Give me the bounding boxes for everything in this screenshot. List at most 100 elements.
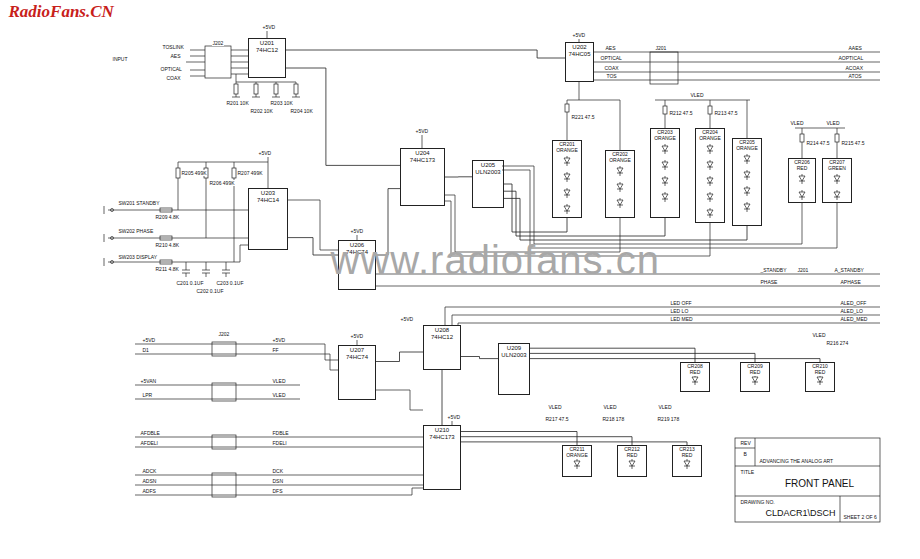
led-symbol <box>564 188 570 198</box>
signal-label: R201 10K <box>226 100 249 106</box>
led-symbol <box>744 202 750 212</box>
led-package: CR207GREEN <box>822 158 852 203</box>
led-symbol <box>617 166 623 176</box>
signal-label: +5VD <box>572 32 586 38</box>
led-symbol <box>799 174 805 184</box>
part-designator: U202 <box>572 44 586 51</box>
resistor-symbol <box>663 106 667 114</box>
lower-input-wire <box>135 344 423 495</box>
led-package: CR205ORANGE <box>732 138 762 226</box>
led-symbol <box>662 192 668 202</box>
signal-label: J202 <box>212 40 224 46</box>
signal-label: +5VD <box>400 316 414 322</box>
part-designator: U207 <box>350 347 364 354</box>
ic-box: U21074HC173 <box>423 425 461 490</box>
led-symbol <box>564 204 570 214</box>
signal-label: VLED <box>690 92 704 98</box>
led-color: RED <box>682 453 693 459</box>
signal-label: LED OFF <box>670 300 692 306</box>
signal-label: R216 274 <box>826 340 849 346</box>
led-symbol <box>707 176 713 186</box>
part-number: 74HC14 <box>257 197 279 204</box>
signal-label: +5VD <box>350 228 364 234</box>
signal-label: FF <box>272 347 279 353</box>
signal-label: DFS <box>272 488 283 494</box>
signal-label: VLED <box>548 404 562 410</box>
signal-label: VLED <box>826 120 840 126</box>
signal-label: ADSN <box>142 478 157 484</box>
signal-label: R221 47.5 <box>571 114 595 120</box>
signal-label: AFDBLE <box>140 430 160 436</box>
signal-label: R217 47.5 <box>545 416 569 422</box>
signal-wire <box>442 370 443 425</box>
signal-label: J201 <box>655 45 667 51</box>
signal-label: +5VD <box>262 24 276 30</box>
resistor-symbol <box>800 134 804 142</box>
led-color: RED <box>750 370 761 376</box>
led-symbol <box>744 154 750 164</box>
led-package: CR210RED <box>805 362 835 392</box>
switch-contact <box>111 209 114 212</box>
signal-label: SW203 DISPLAY <box>118 254 158 260</box>
signal-wire <box>445 176 472 177</box>
ic-box: U205ULN2003 <box>472 160 504 208</box>
part-designator: U204 <box>415 150 429 157</box>
signal-label: VLED <box>658 404 672 410</box>
ic-box: U209ULN2003 <box>498 343 530 395</box>
signal-label: D1 <box>142 347 149 353</box>
signal-label: +5VD <box>142 337 156 343</box>
signal-wire <box>376 352 423 362</box>
signal-label: R214 47.5 <box>806 140 830 146</box>
led-symbol <box>707 192 713 202</box>
led-color: ORANGE <box>556 148 578 154</box>
led-package: CR206RED <box>788 158 816 203</box>
part-number: ULN2003 <box>501 352 526 359</box>
resistor-symbol <box>232 168 236 178</box>
led-symbol <box>662 176 668 186</box>
signal-label: SW201 STANDBY <box>118 200 160 206</box>
signal-label: VLED <box>603 404 617 410</box>
signal-label: SW202 PHASE <box>118 228 154 234</box>
led-package: CR202ORANGE <box>605 150 635 218</box>
signal-wire <box>530 348 695 362</box>
led-color: GREEN <box>828 166 846 172</box>
part-designator: U209 <box>507 345 521 352</box>
led-package: CR212RED <box>617 445 647 477</box>
signal-label: R213 47.5 <box>714 110 738 116</box>
ic-box: U20274HC05 <box>565 42 594 82</box>
part-number: 74HC12 <box>431 334 453 341</box>
title-block-rule <box>735 438 880 522</box>
signal-label: FDELI <box>272 440 287 446</box>
signal-label: R218 178 <box>602 416 625 422</box>
signal-wire <box>504 198 747 240</box>
signal-label: J201 <box>797 267 809 273</box>
signal-label: VLED <box>272 378 286 384</box>
signal-label: AES <box>170 53 181 59</box>
signal-wire <box>530 353 755 362</box>
led-symbol <box>834 174 840 184</box>
signal-wire <box>286 68 400 165</box>
signal-label: PHASE <box>760 279 778 285</box>
led-color: ORANGE <box>654 136 676 142</box>
part-number: 74HC12 <box>256 47 278 54</box>
led-package: CR209RED <box>740 362 770 392</box>
ic-box: U20474HC173 <box>400 148 445 206</box>
led-color: RED <box>690 370 701 376</box>
signal-label: C202 0.1UF <box>196 288 224 294</box>
drawing-title: FRONT PANEL <box>785 478 854 490</box>
led-color: ORANGE <box>609 158 631 164</box>
resistor-symbol <box>160 260 172 264</box>
led-color: RED <box>797 166 808 172</box>
led-symbol <box>617 198 623 208</box>
signal-label: OPTICAL <box>160 66 182 72</box>
signal-label: INPUT <box>112 56 128 62</box>
signal-wire <box>286 50 565 58</box>
signal-label: VLED <box>790 120 804 126</box>
led-color: ORANGE <box>736 146 758 152</box>
part-designator: U203 <box>261 190 275 197</box>
ic-box: U20774HC74 <box>338 345 376 400</box>
signal-label: +5VD <box>447 414 461 420</box>
led-symbol <box>684 459 690 469</box>
signal-label: OPTICAL <box>600 55 622 61</box>
part-number: 74HC74 <box>346 354 368 361</box>
